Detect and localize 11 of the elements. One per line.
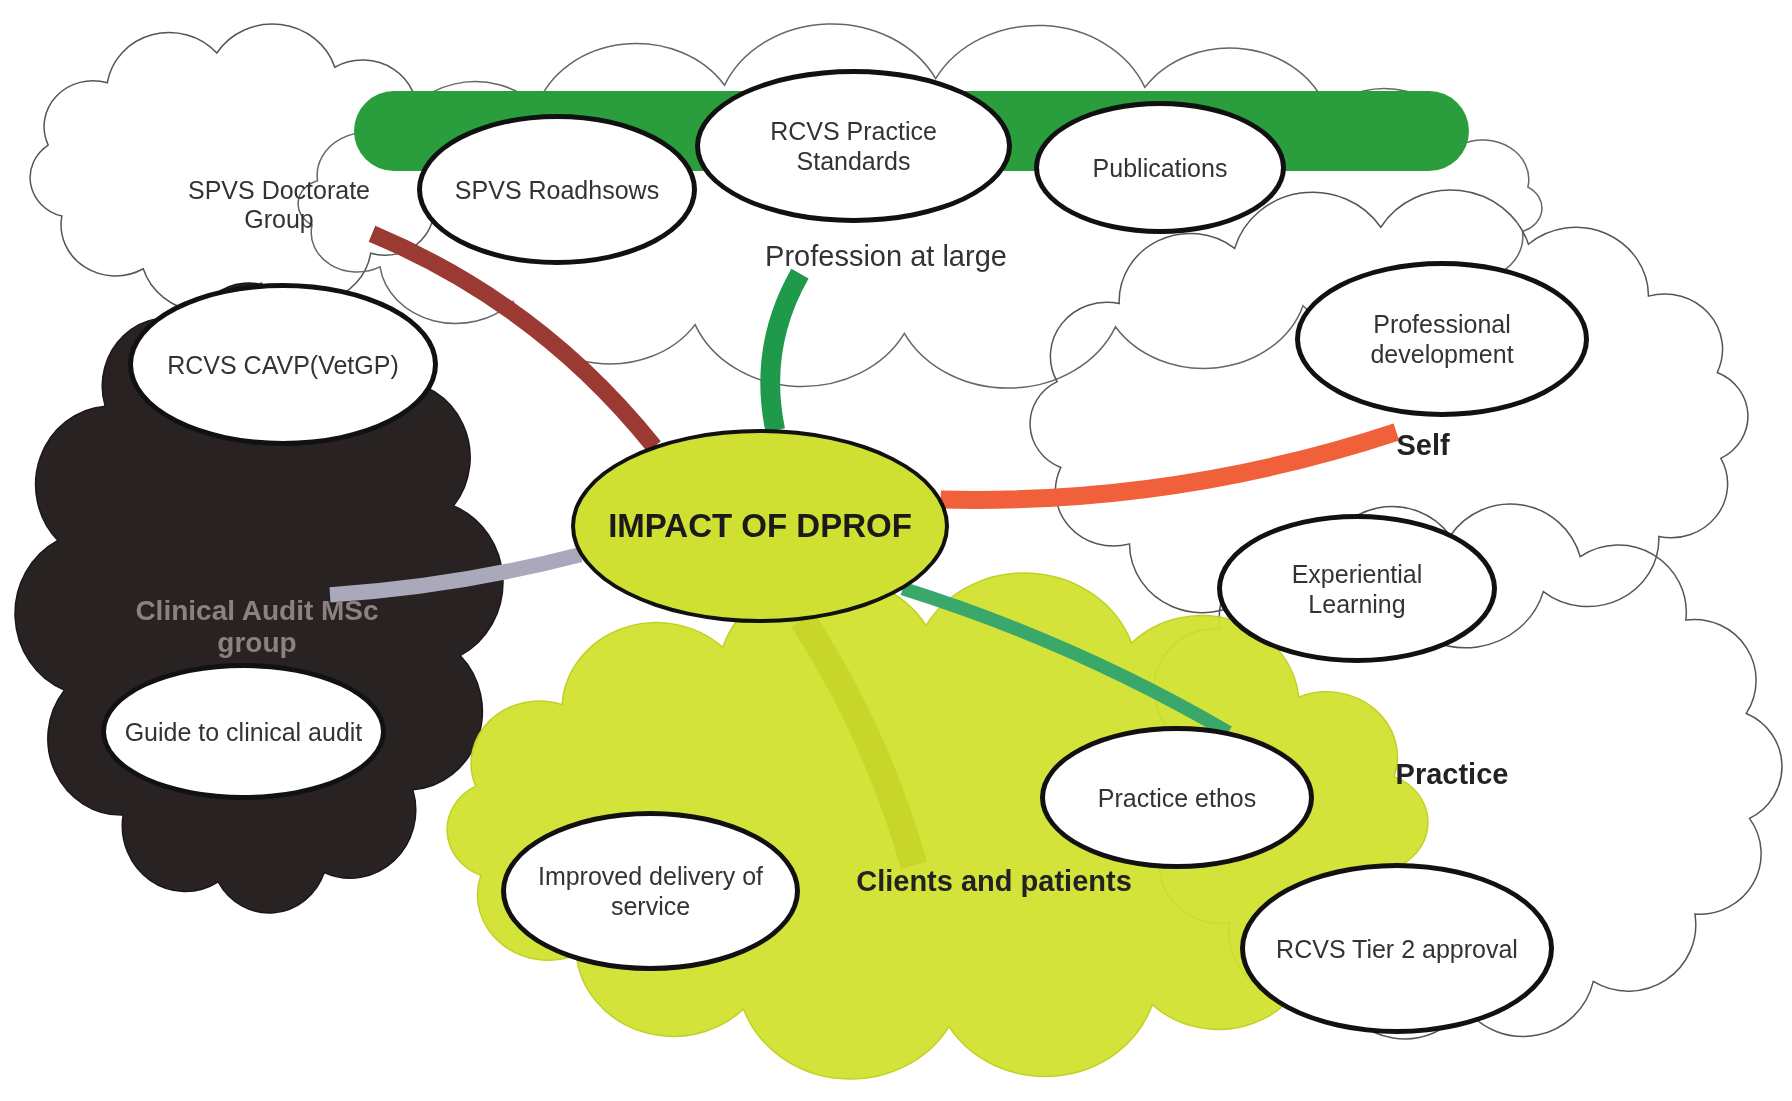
ellipse-node: RCVS Practice Standards: [695, 69, 1012, 223]
topic-label: Profession at large: [765, 240, 1007, 274]
ellipse-node: Experiential Learning: [1217, 514, 1497, 663]
central-topic-ellipse: IMPACT OF DPROF: [571, 429, 949, 623]
ellipse-node: RCVS Tier 2 approval: [1240, 863, 1554, 1034]
branch-connector: [329, 547, 583, 603]
topic-label: Self: [1396, 429, 1450, 463]
branch-connector: [940, 423, 1400, 509]
topic-label: Practice: [1395, 758, 1509, 792]
topic-label: Clinical Audit MSc group: [127, 594, 387, 660]
ellipse-node: Professional development: [1295, 261, 1589, 417]
